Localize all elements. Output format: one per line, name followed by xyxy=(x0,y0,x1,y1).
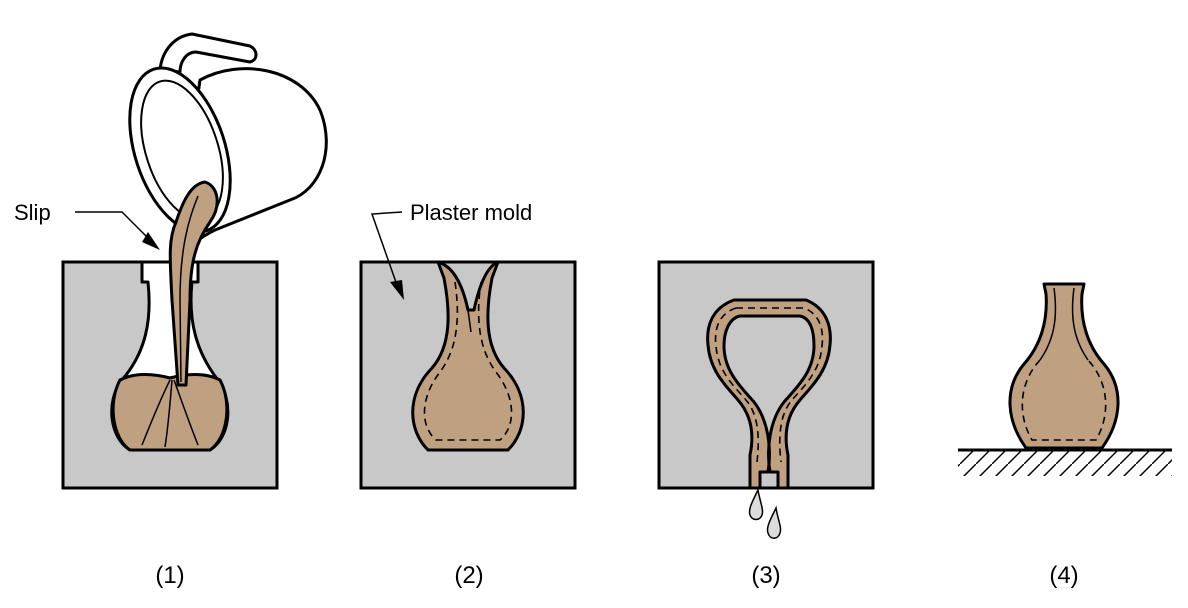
slip-filled-cavity-2 xyxy=(411,260,525,452)
slip-drop-1 xyxy=(748,487,764,521)
slip-stream xyxy=(168,180,219,387)
vase-wall-4 xyxy=(1021,359,1107,441)
finished-vase xyxy=(1008,282,1120,450)
step-3-draining xyxy=(657,260,875,539)
plaster-mold-label: Plaster mold xyxy=(410,200,532,225)
slip-drop-2 xyxy=(766,505,782,539)
pitcher xyxy=(128,32,328,257)
step-label-4: (4) xyxy=(1049,562,1078,589)
step-2-absorbing xyxy=(359,260,577,490)
slip-layer-3 xyxy=(736,307,824,463)
slip-label: Slip xyxy=(14,200,51,225)
step-1-pouring xyxy=(61,32,328,490)
ground-hatch xyxy=(958,450,1172,476)
slip-pool-1 xyxy=(111,373,229,452)
slip-callout: Slip xyxy=(14,200,160,250)
step-label-3: (3) xyxy=(751,562,780,589)
step-label-1: (1) xyxy=(155,562,184,589)
plaster-mold-callout: Plaster mold xyxy=(370,200,532,300)
step-label-2: (2) xyxy=(454,562,483,589)
step-4-finished xyxy=(958,282,1172,476)
